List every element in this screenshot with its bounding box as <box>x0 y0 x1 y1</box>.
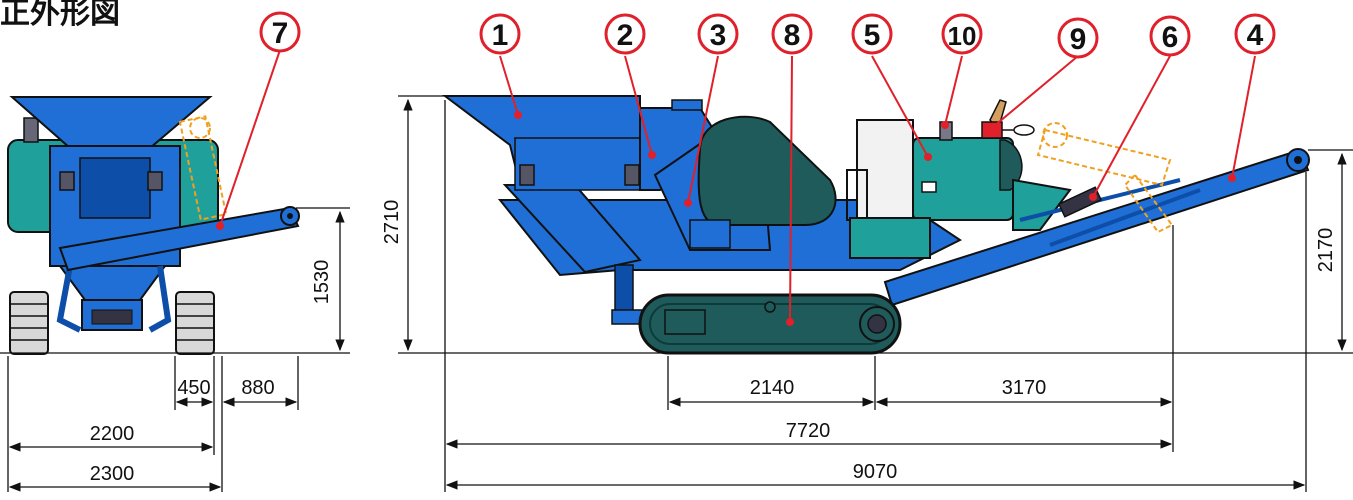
callout-10-number: 10 <box>948 21 977 51</box>
callout-5-number: 5 <box>864 19 881 52</box>
callout-6: 6 <box>1089 15 1191 201</box>
dim-2710: 2710 <box>381 200 403 245</box>
side-option-outline <box>1036 122 1174 234</box>
callout-8-number: 8 <box>784 19 801 52</box>
callout-4-number: 4 <box>1247 19 1264 52</box>
callout-2-number: 2 <box>617 19 634 52</box>
dim-880: 880 <box>241 377 274 399</box>
callout-10: 10 <box>941 13 983 129</box>
callout-1-number: 1 <box>492 19 509 52</box>
callout-9: 9 <box>989 17 1099 131</box>
front-conveyor <box>58 206 300 272</box>
dim-1530: 1530 <box>311 260 333 305</box>
callout-1: 1 <box>479 13 522 119</box>
dim-450: 450 <box>177 377 210 399</box>
dim-2140: 2140 <box>750 377 795 399</box>
callout-7: 7 <box>216 11 301 230</box>
side-view <box>442 95 1310 355</box>
side-dimensions <box>398 95 1353 492</box>
callout-6-number: 6 <box>1162 21 1179 54</box>
callout-7-number: 7 <box>272 17 289 50</box>
side-flywheel-cover <box>697 115 837 226</box>
front-track-right <box>175 291 215 355</box>
side-engine <box>912 137 1014 221</box>
dim-3170: 3170 <box>1002 377 1047 399</box>
front-dimensions <box>0 207 350 492</box>
dim-9070: 9070 <box>853 461 898 483</box>
callout-5: 5 <box>851 13 932 161</box>
callout-3: 3 <box>684 13 739 207</box>
dim-2300: 2300 <box>90 463 135 485</box>
dim-2170: 2170 <box>1315 228 1337 273</box>
diagram-title: 正外形図 <box>0 0 120 31</box>
callout-4: 4 <box>1228 13 1276 182</box>
front-view <box>7 96 300 355</box>
dim-2200: 2200 <box>90 423 135 445</box>
callout-3-number: 3 <box>710 19 727 52</box>
callout-2: 2 <box>604 13 656 159</box>
callout-9-number: 9 <box>1070 23 1087 56</box>
front-track-left <box>9 291 49 355</box>
front-option-outline <box>178 115 228 221</box>
callout-8: 8 <box>771 13 813 326</box>
dim-7720: 7720 <box>786 420 831 442</box>
